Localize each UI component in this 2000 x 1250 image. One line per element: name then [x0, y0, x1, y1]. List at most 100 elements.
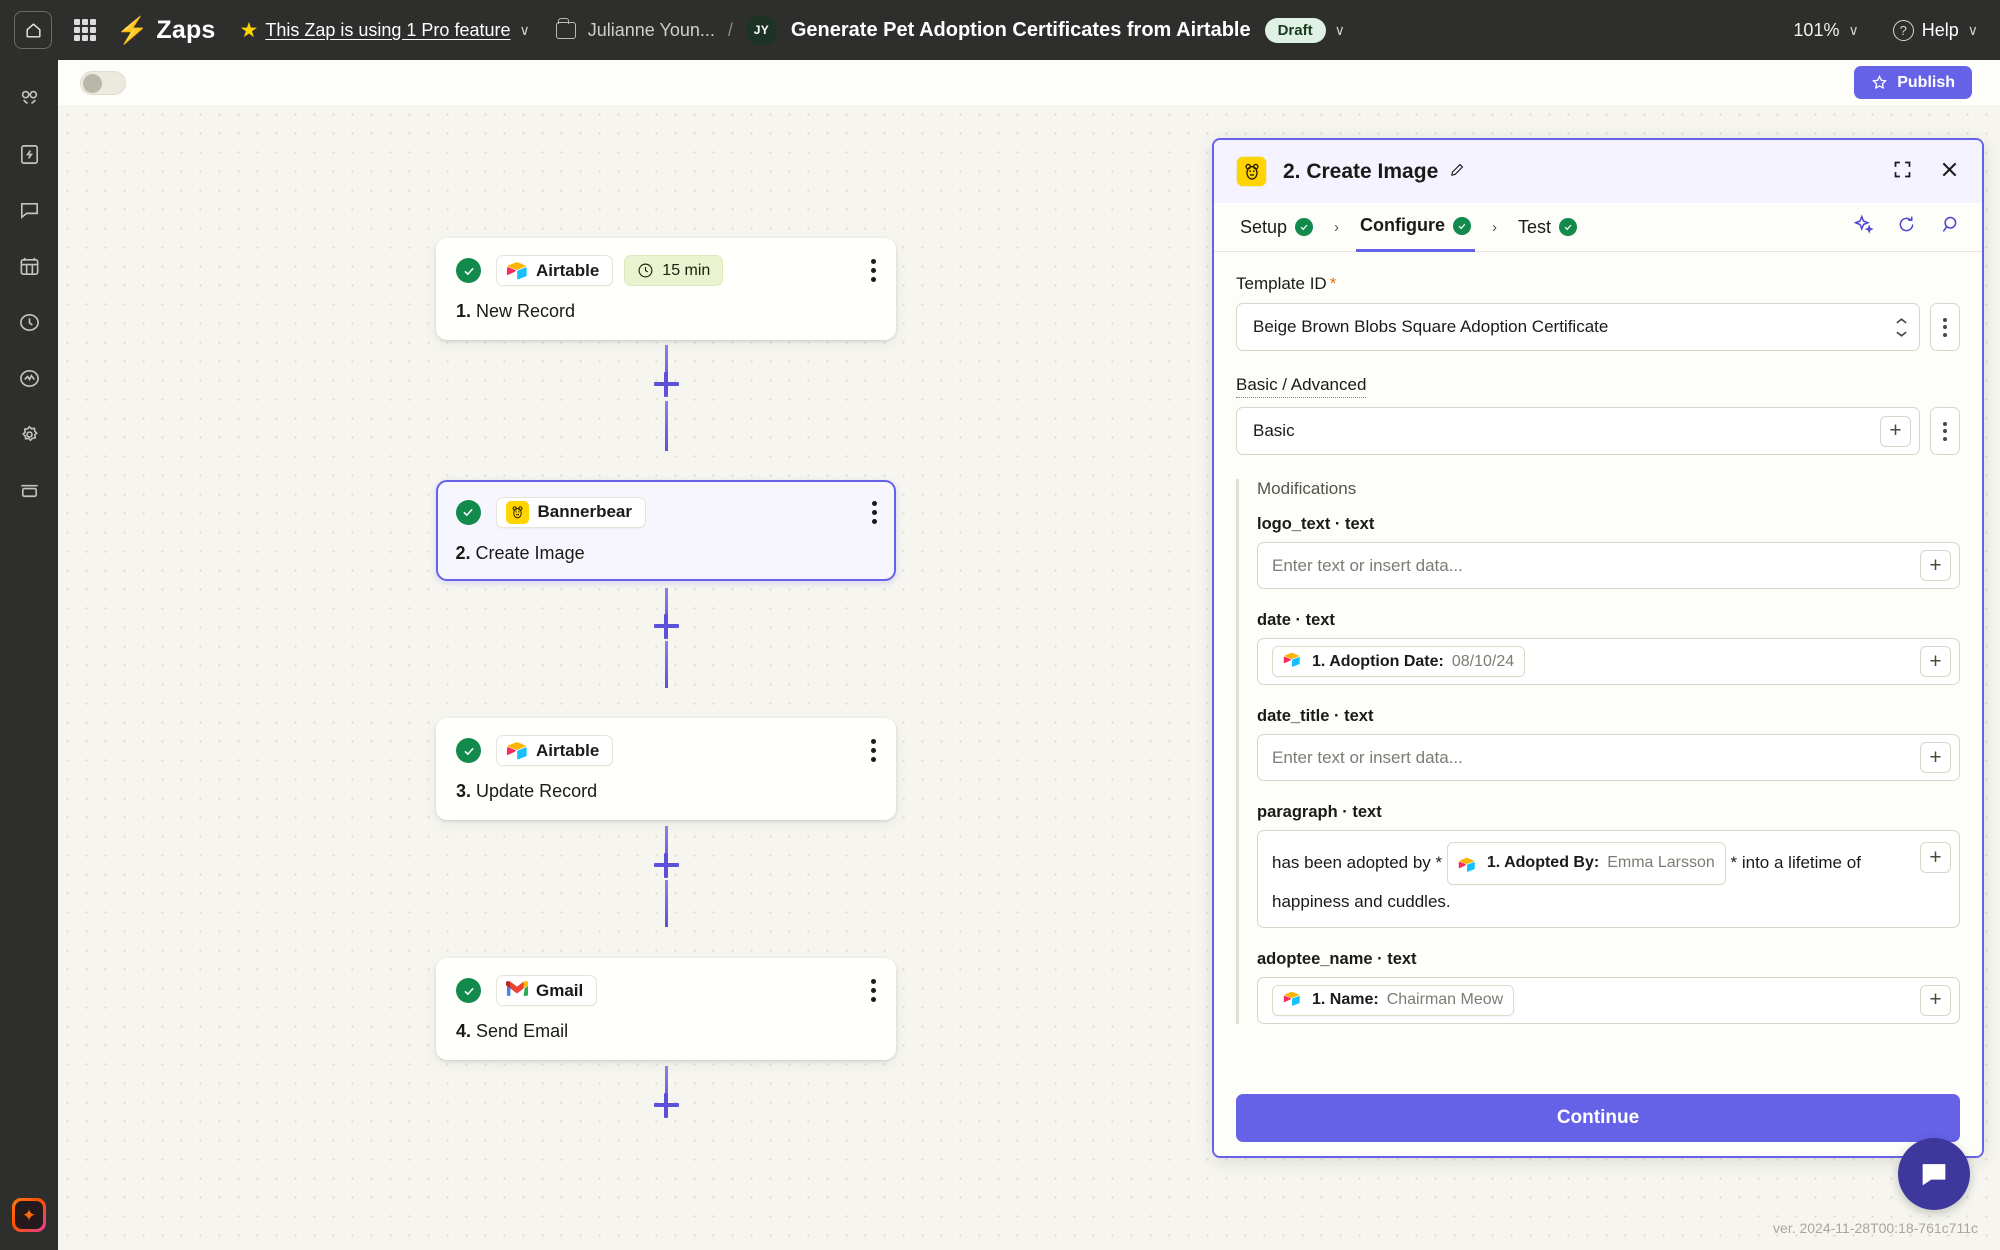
add-step-button-2[interactable] — [651, 611, 681, 641]
zap-enable-toggle[interactable] — [80, 70, 126, 95]
continue-button[interactable]: Continue — [1236, 1094, 1960, 1142]
pencil-icon[interactable] — [1449, 161, 1466, 183]
question-circle-icon: ? — [1892, 19, 1914, 41]
app-chip[interactable]: Airtable — [496, 255, 614, 286]
zoom-level[interactable]: 101% — [1793, 19, 1840, 40]
pro-feature-link[interactable]: This Zap is using 1 Pro feature — [265, 19, 511, 40]
add-step-button-1[interactable] — [651, 369, 681, 399]
mod-value-wrap: 1. Name: Chairman Meow — [1272, 984, 1912, 1016]
template-id-select[interactable]: Beige Brown Blobs Square Adoption Certif… — [1236, 303, 1920, 351]
sidebar-item-zaps[interactable] — [9, 78, 49, 118]
breadcrumb-separator: / — [727, 19, 733, 40]
workflow-node-3[interactable]: Airtable 3. Update Record — [436, 718, 896, 820]
zaps-label[interactable]: Zaps — [156, 15, 216, 44]
apps-grid-icon[interactable] — [74, 19, 96, 41]
panel-header: 2. Create Image — [1214, 140, 1982, 203]
templates-icon — [20, 144, 38, 164]
node-menu-button[interactable] — [871, 979, 876, 1002]
mod-row-adoptee-name: 1. Name: Chairman Meow + — [1257, 976, 1960, 1024]
basic-advanced-options-button[interactable] — [1930, 407, 1960, 455]
insert-data-button[interactable]: + — [1920, 646, 1951, 677]
mod-input-logo-text[interactable]: Enter text or insert data... + — [1257, 542, 1960, 589]
mod-input-date-title[interactable]: Enter text or insert data... + — [1257, 734, 1960, 781]
tab-test[interactable]: Test — [1514, 203, 1581, 252]
node-menu-button[interactable] — [871, 739, 876, 762]
insert-data-button[interactable]: + — [1920, 984, 1951, 1016]
mod-placeholder: Enter text or insert data... — [1272, 555, 1463, 575]
add-step-button-4[interactable] — [651, 1090, 681, 1120]
node-action: 4. Send Email — [456, 1021, 876, 1042]
data-token-adoption-date[interactable]: 1. Adoption Date: 08/10/24 — [1272, 646, 1526, 677]
insert-data-button[interactable]: + — [1880, 415, 1911, 447]
sidebar-item-chatbots[interactable] — [9, 190, 49, 230]
template-id-options-button[interactable] — [1930, 303, 1960, 351]
ai-sparkle-icon[interactable]: ✦ — [12, 1198, 46, 1232]
template-id-label-text: Template ID — [1236, 274, 1327, 293]
basic-advanced-select[interactable]: Basic + — [1236, 407, 1920, 455]
data-token-name[interactable]: 1. Name: Chairman Meow — [1272, 984, 1515, 1016]
sidebar-item-storage[interactable] — [9, 470, 49, 510]
zoom-chevron-down-icon[interactable]: ∨ — [1848, 21, 1859, 38]
tab-setup[interactable]: Setup — [1236, 203, 1317, 252]
token-value: 08/10/24 — [1451, 652, 1515, 670]
app-chip[interactable]: Airtable — [496, 735, 614, 766]
refresh-icon[interactable] — [1896, 214, 1917, 240]
mod-input-date[interactable]: 1. Adoption Date: 08/10/24 + — [1257, 638, 1960, 685]
expand-icon[interactable] — [1892, 159, 1913, 185]
search-icon[interactable] — [1939, 214, 1960, 240]
step-config-panel: 2. Create Image Setup › Configure › Test — [1212, 138, 1984, 1158]
star-icon: ★ — [239, 18, 259, 42]
sidebar-item-analytics[interactable] — [9, 358, 49, 398]
sidebar-item-settings[interactable] — [9, 414, 49, 454]
mod-row-date: 1. Adoption Date: 08/10/24 + — [1257, 638, 1960, 685]
sidebar-item-templates[interactable] — [9, 134, 49, 174]
airtable-logo — [1283, 651, 1304, 672]
airtable-logo — [506, 260, 527, 281]
workflow-node-1[interactable]: Airtable 15 min 1. New Record — [436, 238, 896, 340]
insert-data-button[interactable]: + — [1920, 742, 1951, 773]
mod-label-date-title: date_title · text — [1257, 707, 1374, 725]
top-bar: ⚡ Zaps ★ This Zap is using 1 Pro feature… — [0, 0, 2000, 60]
close-icon[interactable] — [1939, 159, 1960, 185]
node-action-label: Create Image — [475, 542, 585, 563]
insert-data-button[interactable]: + — [1920, 842, 1951, 873]
node-action-label: New Record — [476, 301, 576, 321]
app-chip[interactable]: Gmail — [496, 975, 598, 1006]
help-menu[interactable]: ? Help ∨ — [1892, 19, 1978, 41]
trigger-interval-chip[interactable]: 15 min — [624, 255, 724, 286]
chat-bubble-icon[interactable] — [1898, 1138, 1970, 1210]
mod-input-paragraph[interactable]: has been adopted by * 1. Adopted By: E — [1257, 830, 1960, 928]
add-step-button-3[interactable] — [651, 850, 681, 880]
insert-data-button[interactable]: + — [1920, 550, 1951, 581]
status-success-icon — [455, 499, 481, 525]
publish-button[interactable]: Publish — [1854, 66, 1972, 99]
workflow-node-2[interactable]: Bannerbear 2. Create Image — [436, 480, 896, 581]
home-button[interactable] — [14, 11, 52, 49]
workflow-node-4[interactable]: Gmail 4. Send Email — [436, 958, 896, 1060]
node-menu-button[interactable] — [871, 500, 877, 524]
node-action: 2. Create Image — [456, 543, 877, 564]
tab-label: Setup — [1240, 216, 1288, 237]
tab-complete-icon — [1453, 216, 1472, 235]
clock-icon — [638, 263, 653, 278]
ai-sparkle-icon[interactable] — [1853, 214, 1874, 240]
title-chevron-down-icon[interactable]: ∨ — [1334, 21, 1345, 38]
avatar[interactable]: JY — [745, 14, 777, 46]
tab-complete-icon — [1295, 218, 1314, 236]
tab-configure[interactable]: Configure — [1356, 203, 1476, 252]
node-menu-button[interactable] — [871, 259, 876, 282]
bannerbear-logo — [505, 500, 529, 524]
sidebar-item-tables[interactable] — [9, 246, 49, 286]
page-title[interactable]: Generate Pet Adoption Certificates from … — [790, 18, 1251, 41]
breadcrumb-owner[interactable]: Julianne Youn... — [587, 19, 715, 40]
app-chip[interactable]: Bannerbear — [495, 496, 646, 528]
sidebar-item-history[interactable] — [9, 302, 49, 342]
mod-label-logo-text: logo_text · text — [1257, 515, 1375, 533]
data-token-adopted-by[interactable]: 1. Adopted By: Emma Larsson — [1446, 842, 1726, 885]
mod-input-adoptee-name[interactable]: 1. Name: Chairman Meow + — [1257, 976, 1960, 1024]
interval-label: 15 min — [662, 261, 711, 279]
airtable-logo — [1458, 853, 1479, 874]
star-icon — [1872, 75, 1888, 90]
chevron-down-icon[interactable]: ∨ — [519, 21, 530, 38]
zaps-icon — [21, 90, 37, 104]
